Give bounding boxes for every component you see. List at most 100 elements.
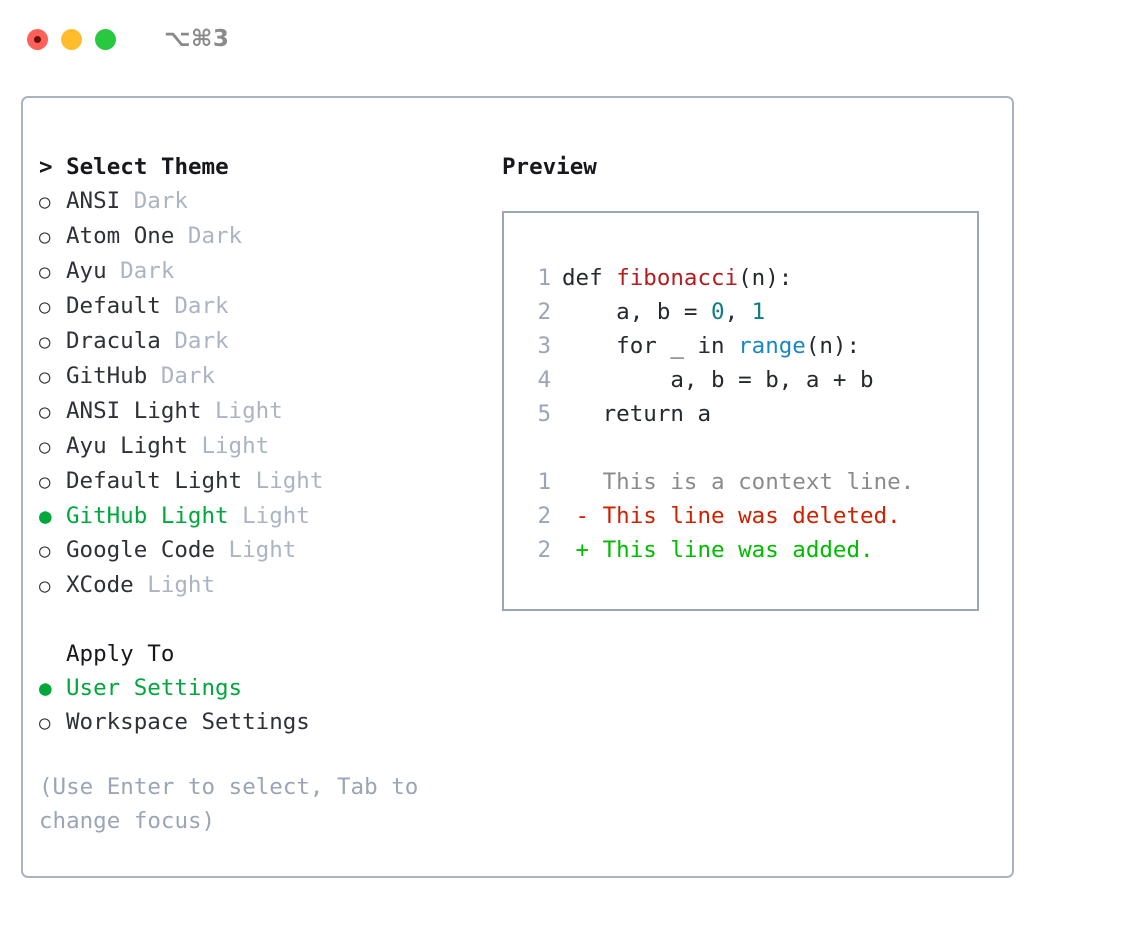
code-token: a, b = b, a + b — [562, 367, 874, 393]
theme-option-kind: Light — [242, 468, 324, 494]
theme-option-kind: Light — [228, 503, 310, 529]
line-number: 5 — [537, 401, 551, 427]
theme-option-ayu-light[interactable]: ○Ayu Light Light — [39, 429, 494, 464]
theme-option-kind: Dark — [147, 363, 216, 389]
theme-option-label: ANSI Light — [66, 398, 202, 424]
diff-line: 1 This is a context line. — [526, 465, 977, 499]
theme-option-kind: Light — [215, 537, 297, 563]
close-button[interactable] — [27, 28, 48, 50]
code-token: range — [738, 333, 806, 359]
apply-to-list[interactable]: ●User Settings ○ Workspace Settings — [39, 671, 494, 740]
spacer — [39, 603, 494, 637]
theme-option-kind: Dark — [106, 258, 175, 284]
radio-unselected-icon: ○ — [39, 226, 51, 248]
title-bar: ⌥⌘3 — [0, 0, 1140, 78]
theme-option-ansi-light[interactable]: ○ ANSI Light Light — [39, 394, 494, 429]
apply-to-option-label: User Settings — [66, 675, 243, 701]
radio-unselected-icon: ○ — [39, 712, 51, 734]
code-token: return a — [562, 401, 712, 427]
spacer — [39, 740, 494, 770]
radio-selected-icon: ● — [39, 504, 52, 528]
diff-line: 2 - This line was deleted. — [526, 499, 977, 533]
code-token: 0 — [711, 299, 725, 325]
line-number: 1 — [537, 469, 551, 495]
apply-to-option-workspace-settings[interactable]: ○ Workspace Settings — [39, 705, 494, 740]
theme-option-xcode[interactable]: ○ XCode Light — [39, 568, 494, 603]
code-line: 5 return a — [526, 397, 977, 431]
diff-sample: 1 This is a context line.2 - This line w… — [526, 465, 977, 567]
theme-option-ansi[interactable]: ○ANSI Dark — [39, 184, 494, 219]
code-line: 1 def fibonacci(n): — [526, 261, 977, 295]
theme-option-kind: Dark — [120, 188, 188, 214]
theme-option-label: Ayu — [66, 258, 107, 284]
code-token: for _ in — [562, 333, 739, 359]
theme-option-default[interactable]: ○ Default Dark — [39, 289, 494, 324]
code-line: 4 a, b = b, a + b — [526, 363, 977, 397]
theme-list[interactable]: ○ANSI Dark○Atom One Dark○Ayu Dark○Defaul… — [39, 184, 494, 603]
theme-option-label: Google Code — [66, 537, 216, 563]
theme-option-label: Default Light — [66, 468, 243, 494]
theme-option-label: Default — [66, 293, 161, 319]
line-number: 3 — [537, 333, 551, 359]
theme-option-label: Ayu Light — [66, 433, 188, 459]
theme-option-atom-one[interactable]: ○ Atom One Dark — [39, 219, 494, 254]
radio-unselected-icon: ○ — [39, 366, 51, 388]
radio-unselected-icon: ○ — [39, 191, 51, 213]
select-theme-header: > Select Theme — [39, 154, 229, 180]
theme-option-dracula[interactable]: ○Dracula Dark — [39, 324, 494, 359]
code-token: 1 — [751, 299, 766, 325]
code-token: (n): — [805, 333, 861, 359]
theme-option-label: GitHub Light — [66, 503, 229, 529]
maximize-button[interactable] — [95, 28, 116, 50]
theme-option-kind: Dark — [160, 328, 229, 354]
apply-to-option-label: Workspace Settings — [66, 709, 310, 735]
diff-line: 2 + This line was added. — [526, 533, 977, 567]
radio-unselected-icon: ○ — [39, 296, 51, 318]
theme-option-kind: Light — [133, 572, 216, 598]
code-token: (n): — [738, 265, 793, 291]
apply-to-title: Apply To — [66, 641, 175, 667]
code-token: fibonacci — [616, 265, 739, 291]
code-token: , — [724, 299, 752, 325]
diff-text: This line was deleted. — [602, 503, 901, 529]
code-line: 3 for _ in range(n): — [526, 329, 977, 363]
theme-picker-column: > Select Theme ○ANSI Dark○Atom One Dark○… — [39, 150, 494, 838]
theme-option-label: Atom One — [66, 223, 175, 249]
diff-marker — [562, 465, 603, 499]
close-icon — [34, 35, 41, 43]
apply-to-option-user-settings[interactable]: ●User Settings — [39, 671, 494, 705]
theme-option-ayu[interactable]: ○ Ayu Dark — [39, 254, 494, 289]
diff-marker: + — [562, 537, 603, 563]
code-token: def — [562, 265, 617, 291]
theme-option-github-light[interactable]: ● GitHub Light Light — [39, 499, 494, 533]
theme-option-kind: Light — [187, 433, 270, 459]
theme-option-default-light[interactable]: ○ Default Light Light — [39, 464, 494, 499]
window-controls — [27, 28, 116, 50]
line-number: 2 — [537, 299, 551, 325]
preview-title: Preview — [502, 154, 597, 180]
line-number: 4 — [537, 367, 551, 393]
theme-option-label: XCode — [66, 572, 134, 598]
theme-option-google-code[interactable]: ○Google Code Light — [39, 533, 494, 568]
line-number: 2 — [537, 503, 551, 529]
theme-option-kind: Dark — [174, 223, 243, 249]
theme-option-label: Dracula — [66, 328, 161, 354]
radio-unselected-icon: ○ — [39, 261, 51, 283]
diff-marker: - — [562, 503, 603, 529]
line-number: 2 — [537, 537, 551, 563]
main-panel: > Select Theme ○ANSI Dark○Atom One Dark○… — [21, 96, 1014, 878]
line-number: 1 — [537, 265, 551, 291]
theme-option-kind: Dark — [160, 293, 229, 319]
keyboard-hint-text: (Use Enter to select, Tab to change focu… — [39, 774, 432, 834]
minimize-button[interactable] — [61, 28, 82, 50]
radio-unselected-icon: ○ — [39, 401, 51, 423]
spacer — [526, 431, 977, 465]
theme-option-kind: Light — [201, 398, 283, 424]
radio-unselected-icon: ○ — [39, 471, 51, 493]
radio-unselected-icon: ○ — [39, 575, 51, 597]
theme-option-github[interactable]: ○GitHub Dark — [39, 359, 494, 394]
